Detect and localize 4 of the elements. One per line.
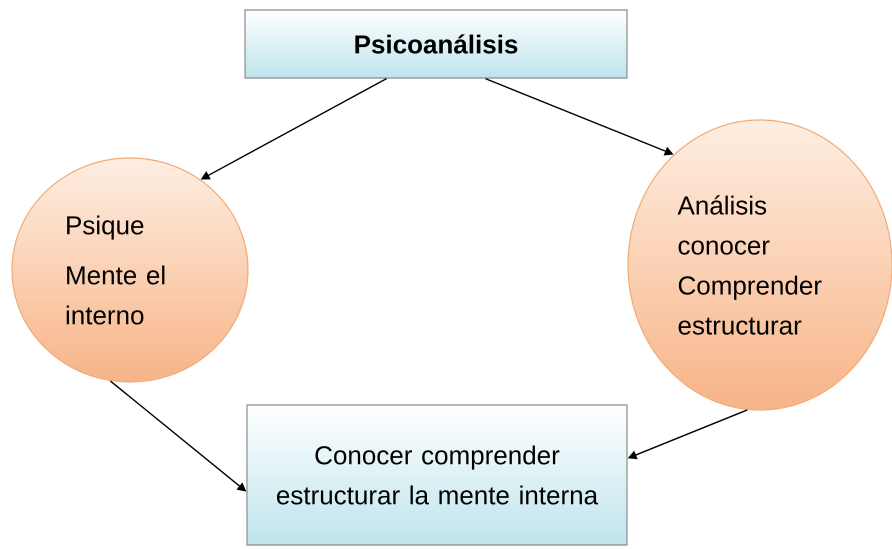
ellipse-node: Psique Mente el interno [11, 157, 249, 383]
ellipse-node: Análisis conocer Comprender estructurar [627, 119, 892, 411]
process-box: Conocer comprender estructurar la mente interna [246, 404, 628, 546]
process-box: Psicoanálisis [244, 9, 628, 79]
